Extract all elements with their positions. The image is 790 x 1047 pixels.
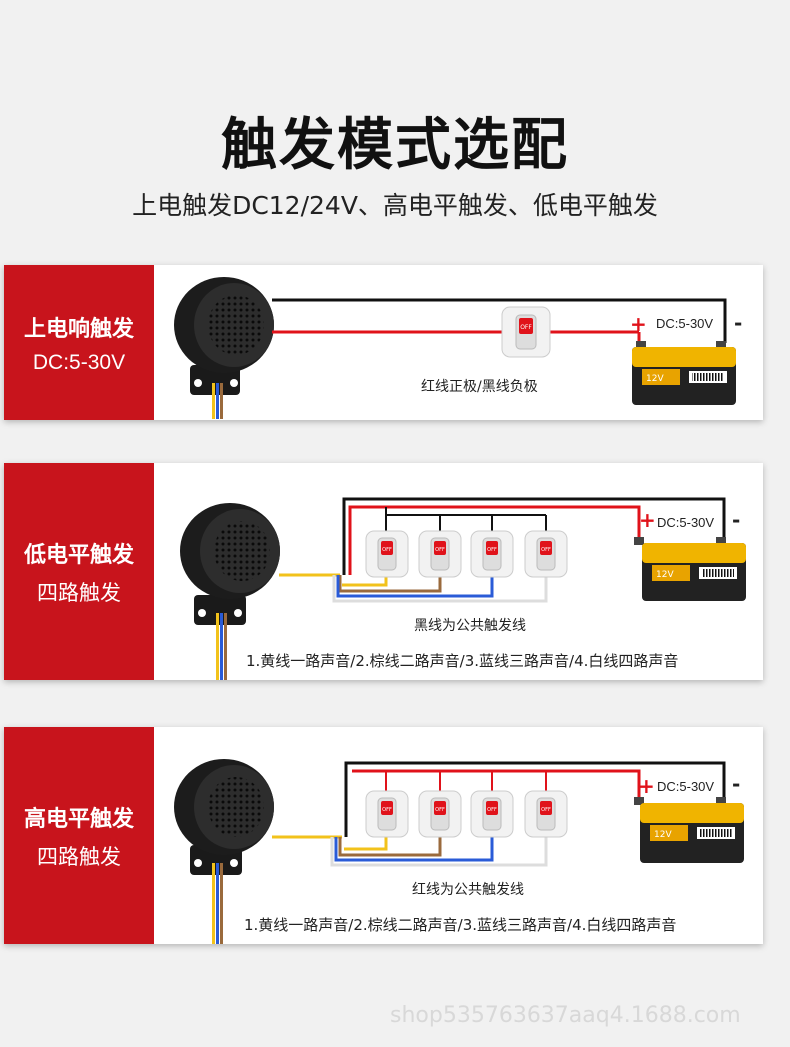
panel-side-label: 低电平触发 四路触发 <box>4 463 154 680</box>
battery-voltage-label: 12V <box>656 570 674 580</box>
speaker-icon <box>180 503 280 680</box>
panel-high-level-trigger: 高电平触发 四路触发 OFF <box>4 727 763 944</box>
toggle-switch-icon: OFF <box>365 790 409 838</box>
panel-side-label: 上电响触发 DC:5-30V <box>4 265 154 420</box>
minus-sign: - <box>732 772 740 796</box>
brown-wire <box>338 575 442 593</box>
speaker-icon <box>174 277 274 419</box>
watermark: shop535763637aaq4.1688.com <box>390 1003 741 1028</box>
voltage-label: DC:5-30V <box>657 515 714 530</box>
page-subtitle: 上电触发DC12/24V、高电平触发、低电平触发 <box>132 191 658 220</box>
panel-side-subtitle: DC:5-30V <box>32 350 126 374</box>
panel-side-label: 高电平触发 四路触发 <box>4 727 154 944</box>
switch-off-label: OFF <box>541 807 551 813</box>
panel-low-level-trigger: 低电平触发 四路触发 <box>4 463 763 680</box>
page-title: 触发模式选配 <box>221 113 569 178</box>
switch-off-label: OFF <box>382 547 392 553</box>
wiring-caption: 红线正极/黑线负极 <box>421 379 538 395</box>
switch-off-label: OFF <box>435 547 445 553</box>
wire-color-legend: 1.黄线一路声音/2.棕线二路声音/3.蓝线三路声音/4.白线四路声音 <box>246 652 679 670</box>
wiring-caption: 黑线为公共触发线 <box>414 618 526 634</box>
black-wire <box>272 298 727 343</box>
voltage-label: DC:5-30V <box>656 316 713 331</box>
toggle-switch-icon: OFF <box>470 790 514 838</box>
switch-off-label: OFF <box>520 324 532 331</box>
white-wire <box>330 835 548 867</box>
battery-voltage-label: 12V <box>646 374 664 384</box>
panel-side-title: 上电响触发 <box>23 316 134 342</box>
panel-side-subtitle: 四路触发 <box>37 844 121 869</box>
panel-power-on-trigger: 上电响触发 DC:5-30V OFF <box>4 265 763 420</box>
panel-side-title: 高电平触发 <box>23 806 134 832</box>
battery-icon: 12V <box>634 537 746 601</box>
voltage-label: DC:5-30V <box>657 779 714 794</box>
red-wire <box>352 769 641 799</box>
wiring-diagram: OFF OFF OFF OFF 12V <box>180 497 746 680</box>
wiring-diagram: OFF OFF OFF OFF 12V <box>174 759 744 944</box>
toggle-switch-icon: OFF <box>470 530 514 578</box>
toggle-switch-icon: OFF <box>418 790 462 838</box>
yellow-wire <box>344 835 388 851</box>
battery-icon: 12V <box>632 341 736 405</box>
toggle-switch-icon: OFF <box>365 530 409 578</box>
black-wire <box>344 761 726 837</box>
switch-off-label: OFF <box>541 547 551 553</box>
toggle-switch-icon: OFF <box>524 530 568 578</box>
blue-wire <box>336 575 494 598</box>
plus-sign: + <box>639 508 656 532</box>
battery-voltage-label: 12V <box>654 830 672 840</box>
brown-wire <box>338 835 442 857</box>
minus-sign: - <box>734 311 742 335</box>
toggle-switch-icon: OFF <box>524 790 568 838</box>
yellow-wire <box>342 575 388 587</box>
switch-off-label: OFF <box>487 547 497 553</box>
white-wire <box>332 575 548 603</box>
panel-side-title: 低电平触发 <box>23 542 134 568</box>
black-wire <box>342 497 726 575</box>
wire-color-legend: 1.黄线一路声音/2.棕线二路声音/3.蓝线三路声音/4.白线四路声音 <box>244 916 677 934</box>
switch-off-label: OFF <box>435 807 445 813</box>
plus-sign: + <box>630 312 647 336</box>
wiring-diagram: OFF 12V + DC:5-30V - <box>174 277 742 419</box>
panel-side-subtitle: 四路触发 <box>37 580 121 605</box>
switch-off-label: OFF <box>487 807 497 813</box>
switch-off-label: OFF <box>382 807 392 813</box>
blue-wire <box>334 835 494 862</box>
toggle-switch-icon: OFF <box>418 530 462 578</box>
minus-sign: - <box>732 508 740 532</box>
battery-icon: 12V <box>634 797 744 863</box>
red-wire <box>348 505 641 575</box>
toggle-switch-icon: OFF <box>501 306 551 358</box>
wiring-caption: 红线为公共触发线 <box>412 882 524 898</box>
plus-sign: + <box>638 774 655 798</box>
speaker-icon <box>174 759 274 944</box>
